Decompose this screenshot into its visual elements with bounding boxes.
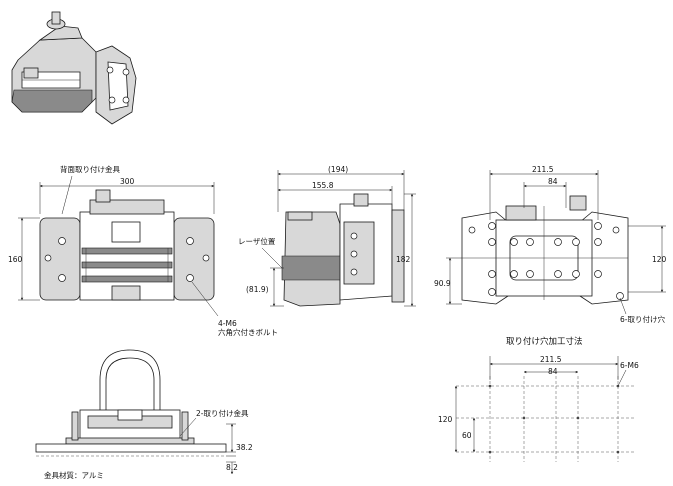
front-hole-tl [58,237,66,245]
tapped-holes-label: 6-M6 [620,361,639,370]
laser-height-dim: (81.9) [246,285,269,294]
tapped-holes [488,384,620,454]
side-view: (194) 155.8 182 レーザ位置 (81.9) [238,165,416,307]
back-bracket-label: 背面取り付け金具 [60,164,120,174]
back-width-dim: 211.5 [532,165,554,174]
back-view: 211.5 84 120 90.9 6-取り付け穴 [434,165,667,324]
side-height-dim: 182 [396,255,411,264]
side-overall-dim: (194) [328,165,348,174]
hole-width-dim: 211.5 [540,355,562,364]
bolt-qty-label: 4-M6 [218,319,237,328]
bolt-name-label: 六角穴付きボルト [218,327,278,337]
front-view: 300 160 背面取り付け金具 4-M6 六角穴付きボルト [8,164,278,337]
bracket-dim-1: 38.2 [236,443,253,452]
front-hole-bl [58,274,66,282]
hole-height-dim: 120 [438,415,453,424]
bracket-dim-2: 8.2 [226,463,238,472]
side-depth-dim: 155.8 [312,181,334,190]
material-label: 金具材質：アルミ [44,470,104,480]
bracket-view: 2-取り付け金具 38.2 8.2 金具材質：アルミ [35,349,253,480]
back-center-dim: 84 [548,177,558,186]
front-hole-tr [186,237,194,245]
front-height-dim: 160 [8,255,23,264]
front-hole-br [186,274,194,282]
hole-half-dim: 60 [462,431,472,440]
front-width-dim: 300 [120,177,135,186]
back-offset-dim: 90.9 [434,279,451,288]
hole-dims-title: 取り付け穴加工寸法 [506,336,583,347]
hole-dimensions-view: 取り付け穴加工寸法 211.5 84 120 60 6-M6 [438,336,639,462]
isometric-view [11,11,137,125]
hole-center-dim: 84 [548,367,558,376]
back-holes [468,222,624,300]
bracket-qty-label: 2-取り付け金具 [196,408,249,418]
mount-hole-label: 6-取り付け穴 [620,314,665,324]
laser-position-label: レーザ位置 [238,236,276,246]
back-height-dim: 120 [652,255,667,264]
